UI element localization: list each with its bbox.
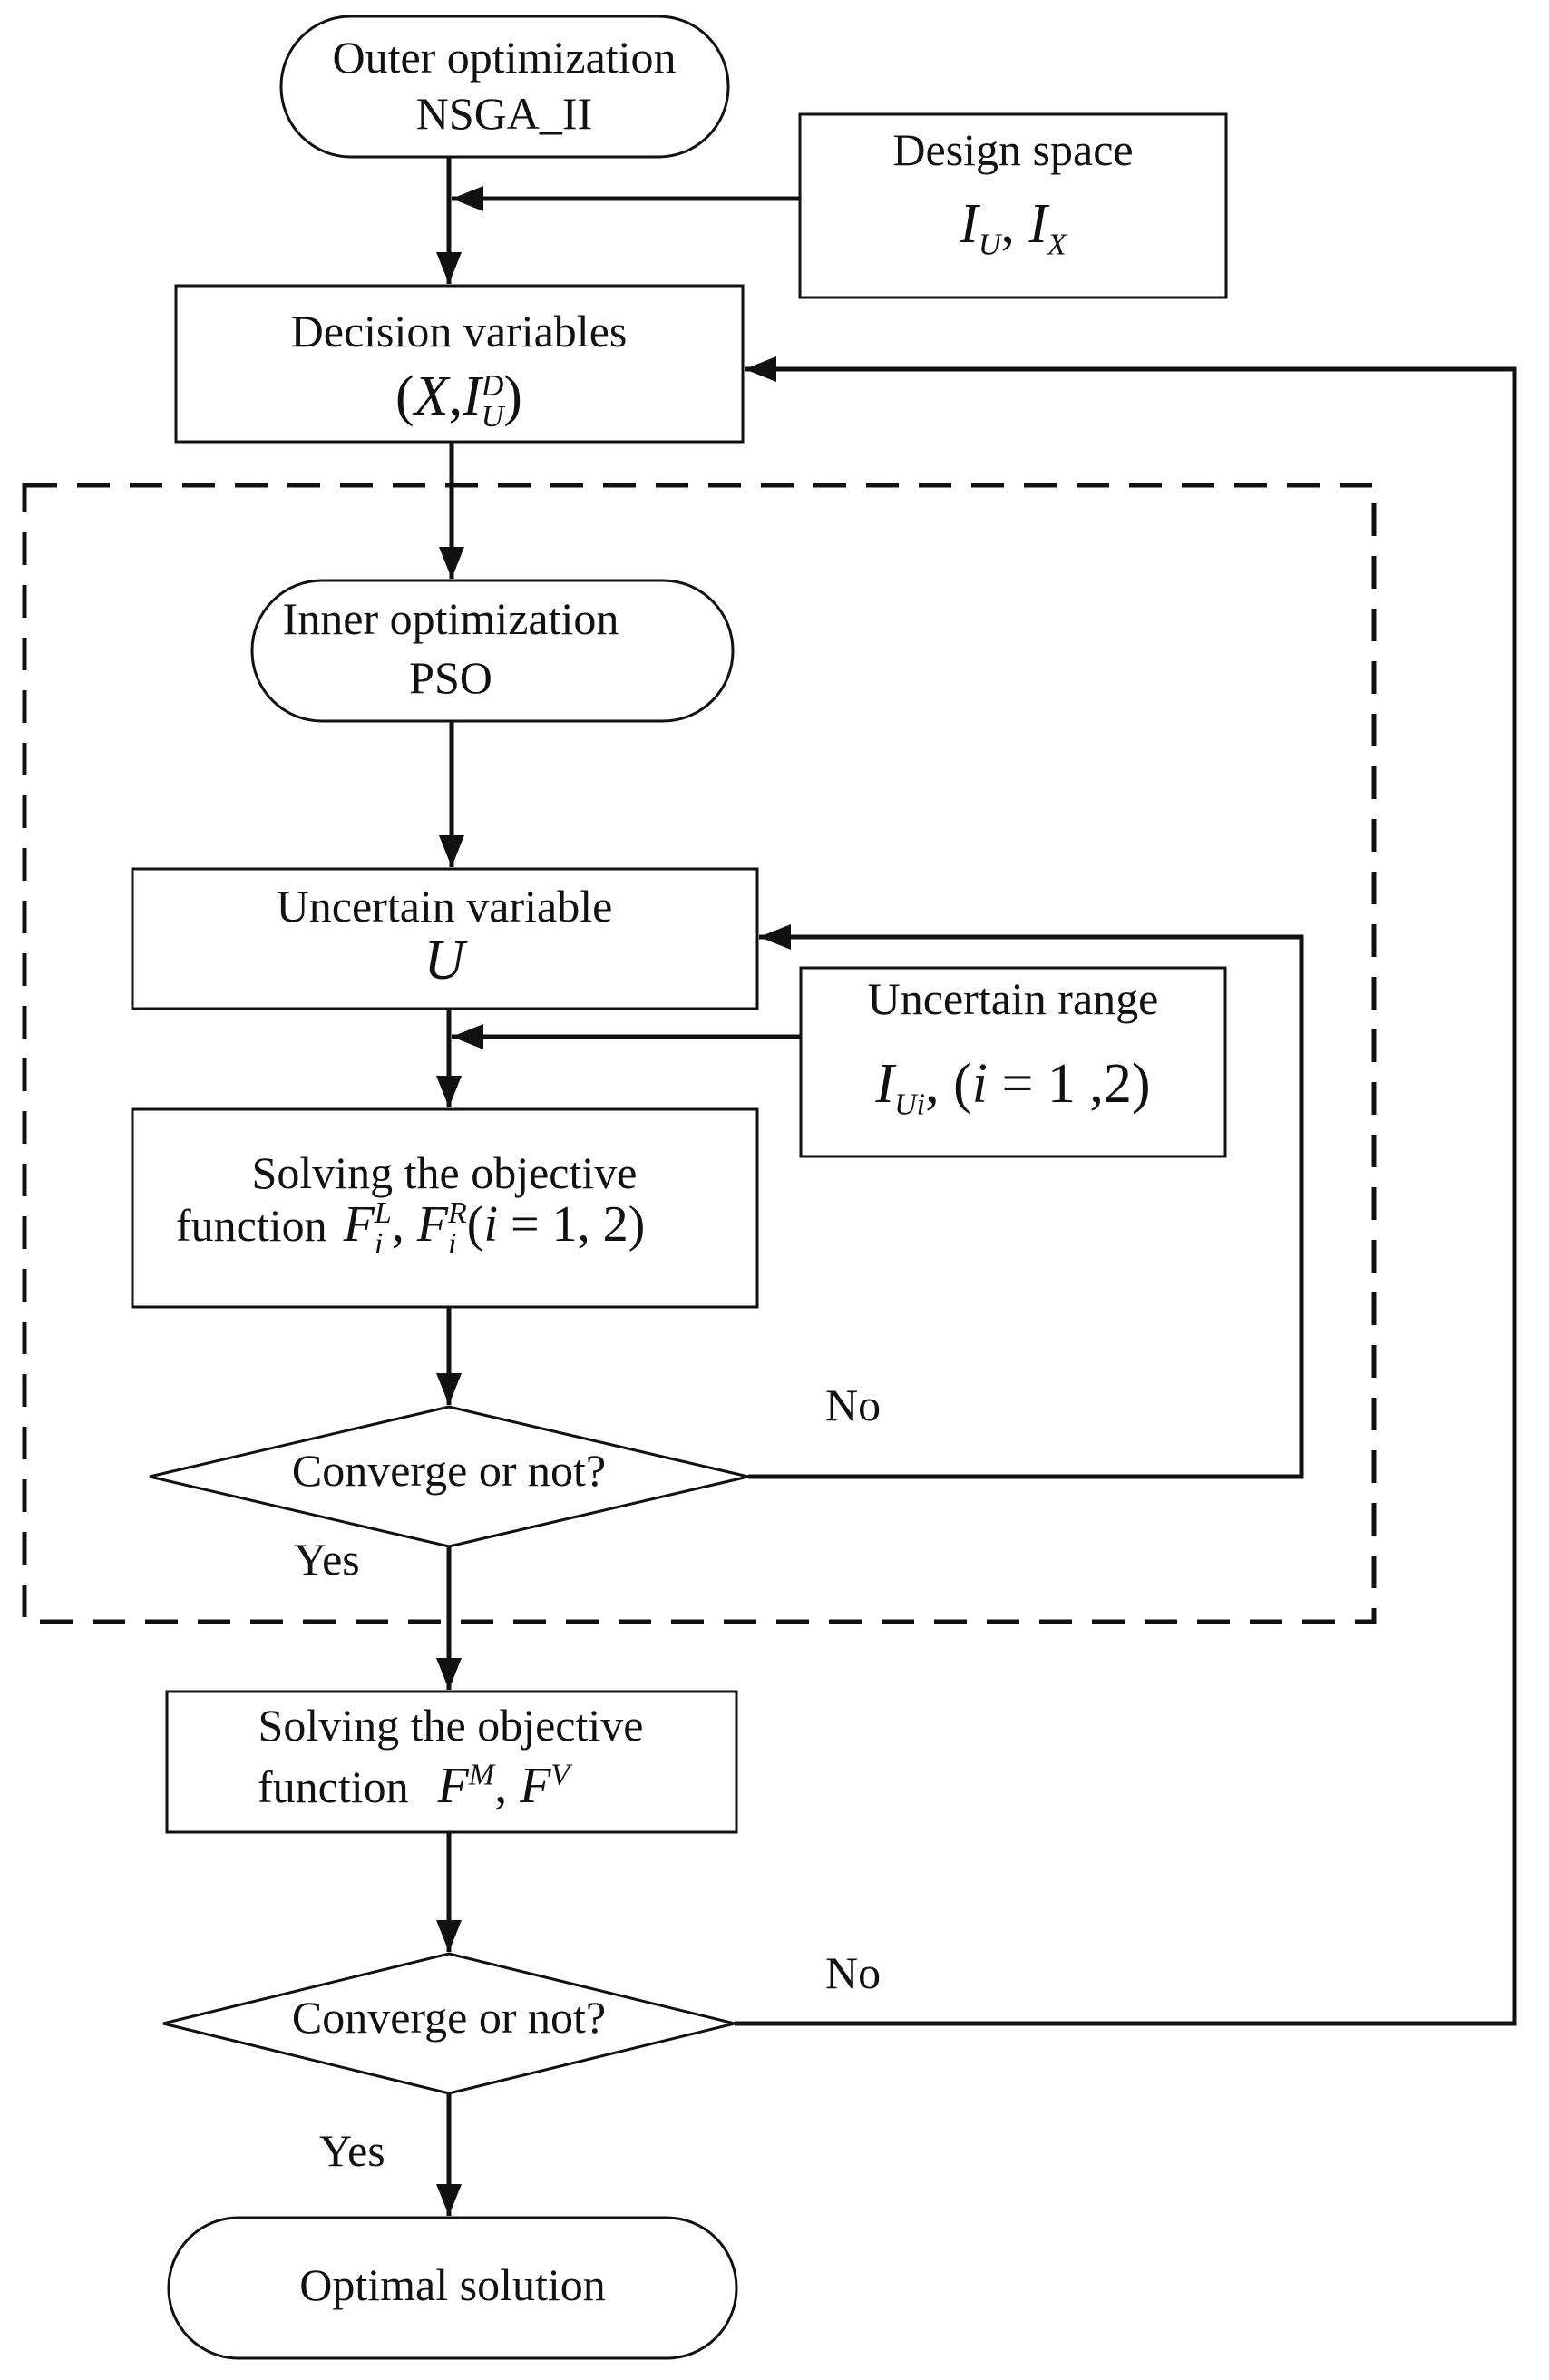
uncertain-variable-math: U: [424, 930, 465, 991]
outer-yes-label: Yes: [319, 2125, 385, 2176]
solving-objective-outer-math: FM, FV: [437, 1758, 570, 1814]
inner-optimization-line2: PSO: [409, 652, 492, 703]
uncertain-range-title: Uncertain range: [867, 973, 1159, 1024]
solving-objective-outer-line1: Solving the objective: [258, 1700, 644, 1751]
uncertain-range-math: IUi, (i = 1 ,2): [875, 1053, 1151, 1122]
design-space-box: [798, 112, 1228, 299]
design-space-title: Design space: [892, 124, 1134, 175]
solving-objective-inner-box: [131, 1107, 759, 1309]
outer-optimization-terminal: [279, 15, 730, 159]
decision-variables-box: [174, 284, 745, 444]
solving-objective-inner-function-word: function: [176, 1200, 327, 1251]
inner-yes-label: Yes: [294, 1534, 360, 1585]
solving-objective-inner-line1: Solving the objective: [251, 1147, 638, 1198]
inner-loop-dashed-frame: [22, 483, 1377, 1624]
converge-inner-label: Converge or not?: [291, 1445, 607, 1496]
inner-optimization-line1: Inner optimization: [282, 593, 619, 644]
solving-objective-outer-function-word: function: [258, 1761, 409, 1812]
outer-no-label: No: [825, 1947, 882, 1998]
outer-optimization-line2: NSGA_II: [415, 88, 593, 139]
arrow-outer-no-loop: [735, 356, 1517, 2026]
solving-objective-outer-line2: function FM, FV: [258, 1757, 570, 1815]
uncertain-variable-box: [131, 867, 759, 1010]
decision-variables-title: Decision variables: [290, 306, 628, 356]
optimal-solution-label: Optimal solution: [299, 2259, 606, 2310]
optimal-solution-terminal: [167, 2216, 738, 2360]
uncertain-variable-title: Uncertain variable: [276, 881, 613, 932]
solving-objective-outer-box: [165, 1690, 738, 1834]
uncertain-range-box: [799, 966, 1227, 1158]
converge-outer-label: Converge or not?: [291, 1992, 607, 2043]
outer-optimization-line1: Outer optimization: [332, 32, 677, 83]
arrow-inner-no-loop: [748, 924, 1304, 1479]
inner-optimization-terminal: [250, 579, 735, 723]
design-space-math: IU, IX: [960, 193, 1067, 262]
inner-no-label: No: [825, 1380, 882, 1430]
